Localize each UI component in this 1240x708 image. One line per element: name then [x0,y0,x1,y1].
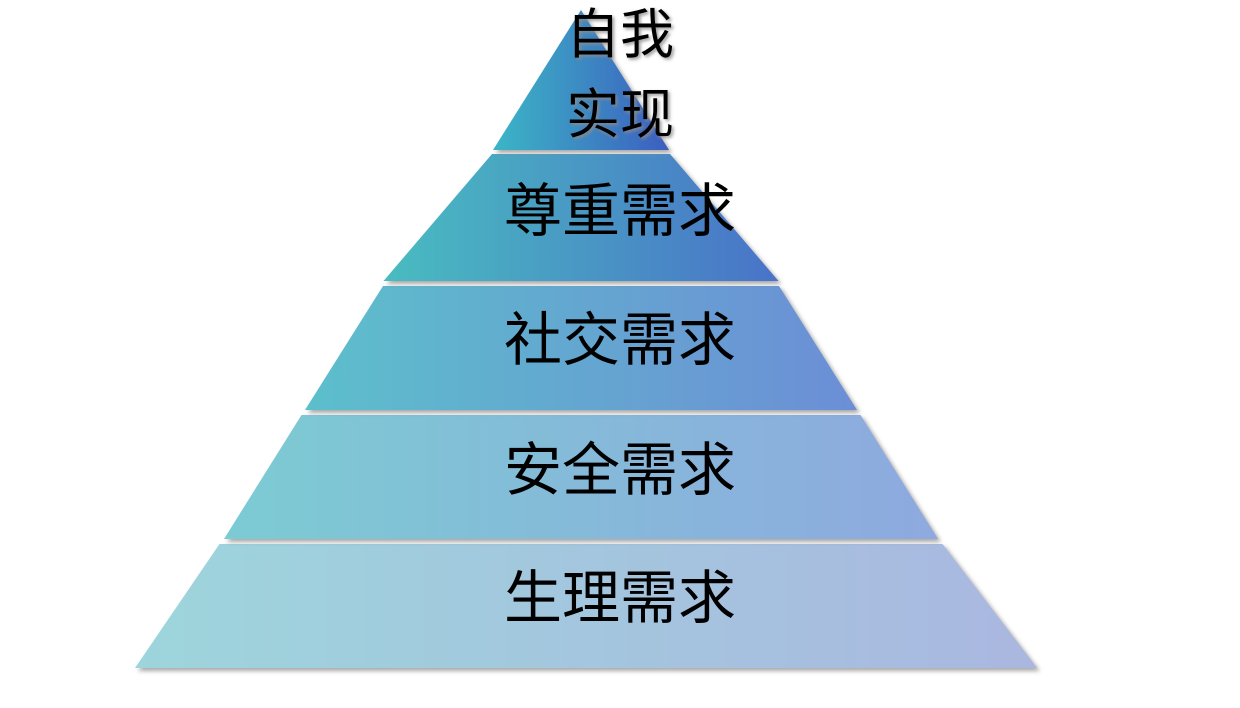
pyramid-tier-esteem[interactable] [383,154,779,281]
pyramid-tier-self-actualization[interactable] [493,10,669,150]
pyramid-tier-physiological[interactable] [135,544,1037,668]
pyramid-tier-safety[interactable] [224,415,938,539]
pyramid-tier-social[interactable] [305,286,857,410]
